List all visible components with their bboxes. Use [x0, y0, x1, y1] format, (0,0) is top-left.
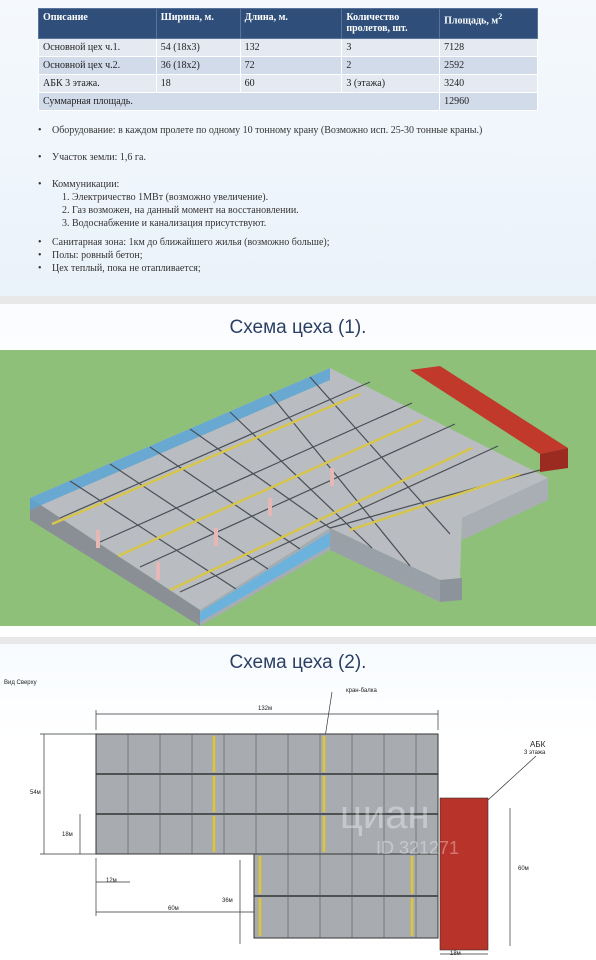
table-cell: 54 (18х3) — [155, 38, 241, 57]
total-label: Суммарная площадь. — [37, 92, 441, 111]
note-sanitary: Санитарная зона: 1км до ближайшего жилья… — [38, 236, 568, 249]
crane-beam-markers — [212, 736, 414, 936]
column-grid — [127, 734, 417, 938]
table-row: Основной цех ч.2. 36 (18х2) 72 2 2592 — [38, 56, 538, 75]
total-value: 12960 — [439, 92, 538, 111]
abk-block — [439, 797, 489, 951]
note-land: Участок земли: 1,6 га. — [38, 151, 568, 164]
col-length: Длина, м. — [239, 8, 343, 39]
dim-width-lower: 36м — [222, 898, 233, 904]
dim-width-left: 54м — [30, 790, 41, 796]
table-cell: 3240 — [439, 74, 538, 93]
workshop-top-plan: циан ID 321271 — [40, 691, 537, 955]
slide-specs: Описание Ширина, м. Длина, м. Количество… — [0, 0, 596, 296]
watermark-text: циан — [340, 793, 430, 837]
table-cell: АБК 3 этажа. — [38, 74, 157, 93]
dim-length-bottom: 60м — [168, 906, 179, 912]
main-hall-part-1 — [95, 733, 439, 855]
table-cell: 60 — [239, 74, 343, 93]
table-cell: 36 (18х2) — [155, 56, 241, 75]
col-area: Площадь, м2 — [439, 8, 538, 39]
dim-abk-length: 60м — [518, 866, 529, 872]
table-header-row: Описание Ширина, м. Длина, м. Количество… — [38, 8, 538, 39]
col-description: Описание — [38, 8, 157, 39]
table-row: АБК 3 этажа. 18 60 3 (этажа) 3240 — [38, 74, 538, 93]
note-heating: Цех теплый, пока не отапливается; — [38, 262, 568, 275]
comm-item: 2. Газ возможен, на данный момент на вос… — [62, 205, 299, 216]
note-equipment: Оборудование: в каждом пролете по одному… — [38, 124, 568, 137]
table-cell: Основной цех ч.2. — [38, 56, 157, 75]
table-cell: 132 — [239, 38, 343, 57]
spec-table: Описание Ширина, м. Длина, м. Количество… — [37, 8, 538, 111]
note-communications: Коммуникации: — [38, 178, 568, 191]
comm-item: 3. Водоснабжение и канализация присутств… — [62, 218, 267, 229]
abk-roof — [410, 366, 568, 454]
table-cell: Основной цех ч.1. — [38, 38, 157, 57]
table-cell: 72 — [239, 56, 343, 75]
table-total-row: Суммарная площадь. 12960 — [37, 92, 538, 111]
abk-label: АБК — [530, 740, 546, 749]
view-label: Вид Сверху — [4, 680, 37, 686]
dim-length-top: 132м — [258, 706, 273, 712]
workshop-3d-render — [0, 350, 596, 626]
crane-beams — [51, 392, 521, 592]
col-width: Ширина, м. — [155, 8, 241, 39]
table-cell: 2 — [341, 56, 441, 75]
table-cell: 3 — [341, 38, 441, 57]
dim-step: 12м — [106, 878, 117, 884]
table-cell: 18 — [155, 74, 241, 93]
table-cell: 7128 — [439, 38, 538, 57]
dim-span: 18м — [62, 832, 73, 838]
col-spans: Количество пролетов, шт. — [341, 8, 441, 39]
notes-list: Оборудование: в каждом пролете по одному… — [38, 124, 568, 275]
note-floors: Полы: ровный бетон; — [38, 249, 568, 262]
comm-item: 1. Электричество 1МВт (возможно увеличен… — [62, 192, 269, 203]
table-row: Основной цех ч.1. 54 (18х3) 132 3 7128 — [38, 38, 538, 57]
crane-label: кран-балка — [346, 688, 377, 694]
table-cell: 2592 — [439, 56, 538, 75]
columns — [96, 468, 334, 580]
slide-title: Схема цеха (2). — [229, 652, 367, 673]
watermark: циан ID 321271 — [340, 793, 459, 858]
slide-title: Схема цеха (1). — [229, 317, 367, 338]
slide-scheme-1: Схема цеха (1). — [0, 304, 596, 637]
abk-floors-label: 3 этажа — [524, 750, 546, 756]
watermark-id: ID 321271 — [376, 838, 459, 858]
table-cell: 3 (этажа) — [341, 74, 441, 93]
workshop-floor — [30, 368, 548, 610]
window-strip — [200, 532, 330, 622]
slide-scheme-2: Схема цеха (2). Вид Сверху кран-балка АБ… — [0, 644, 596, 960]
